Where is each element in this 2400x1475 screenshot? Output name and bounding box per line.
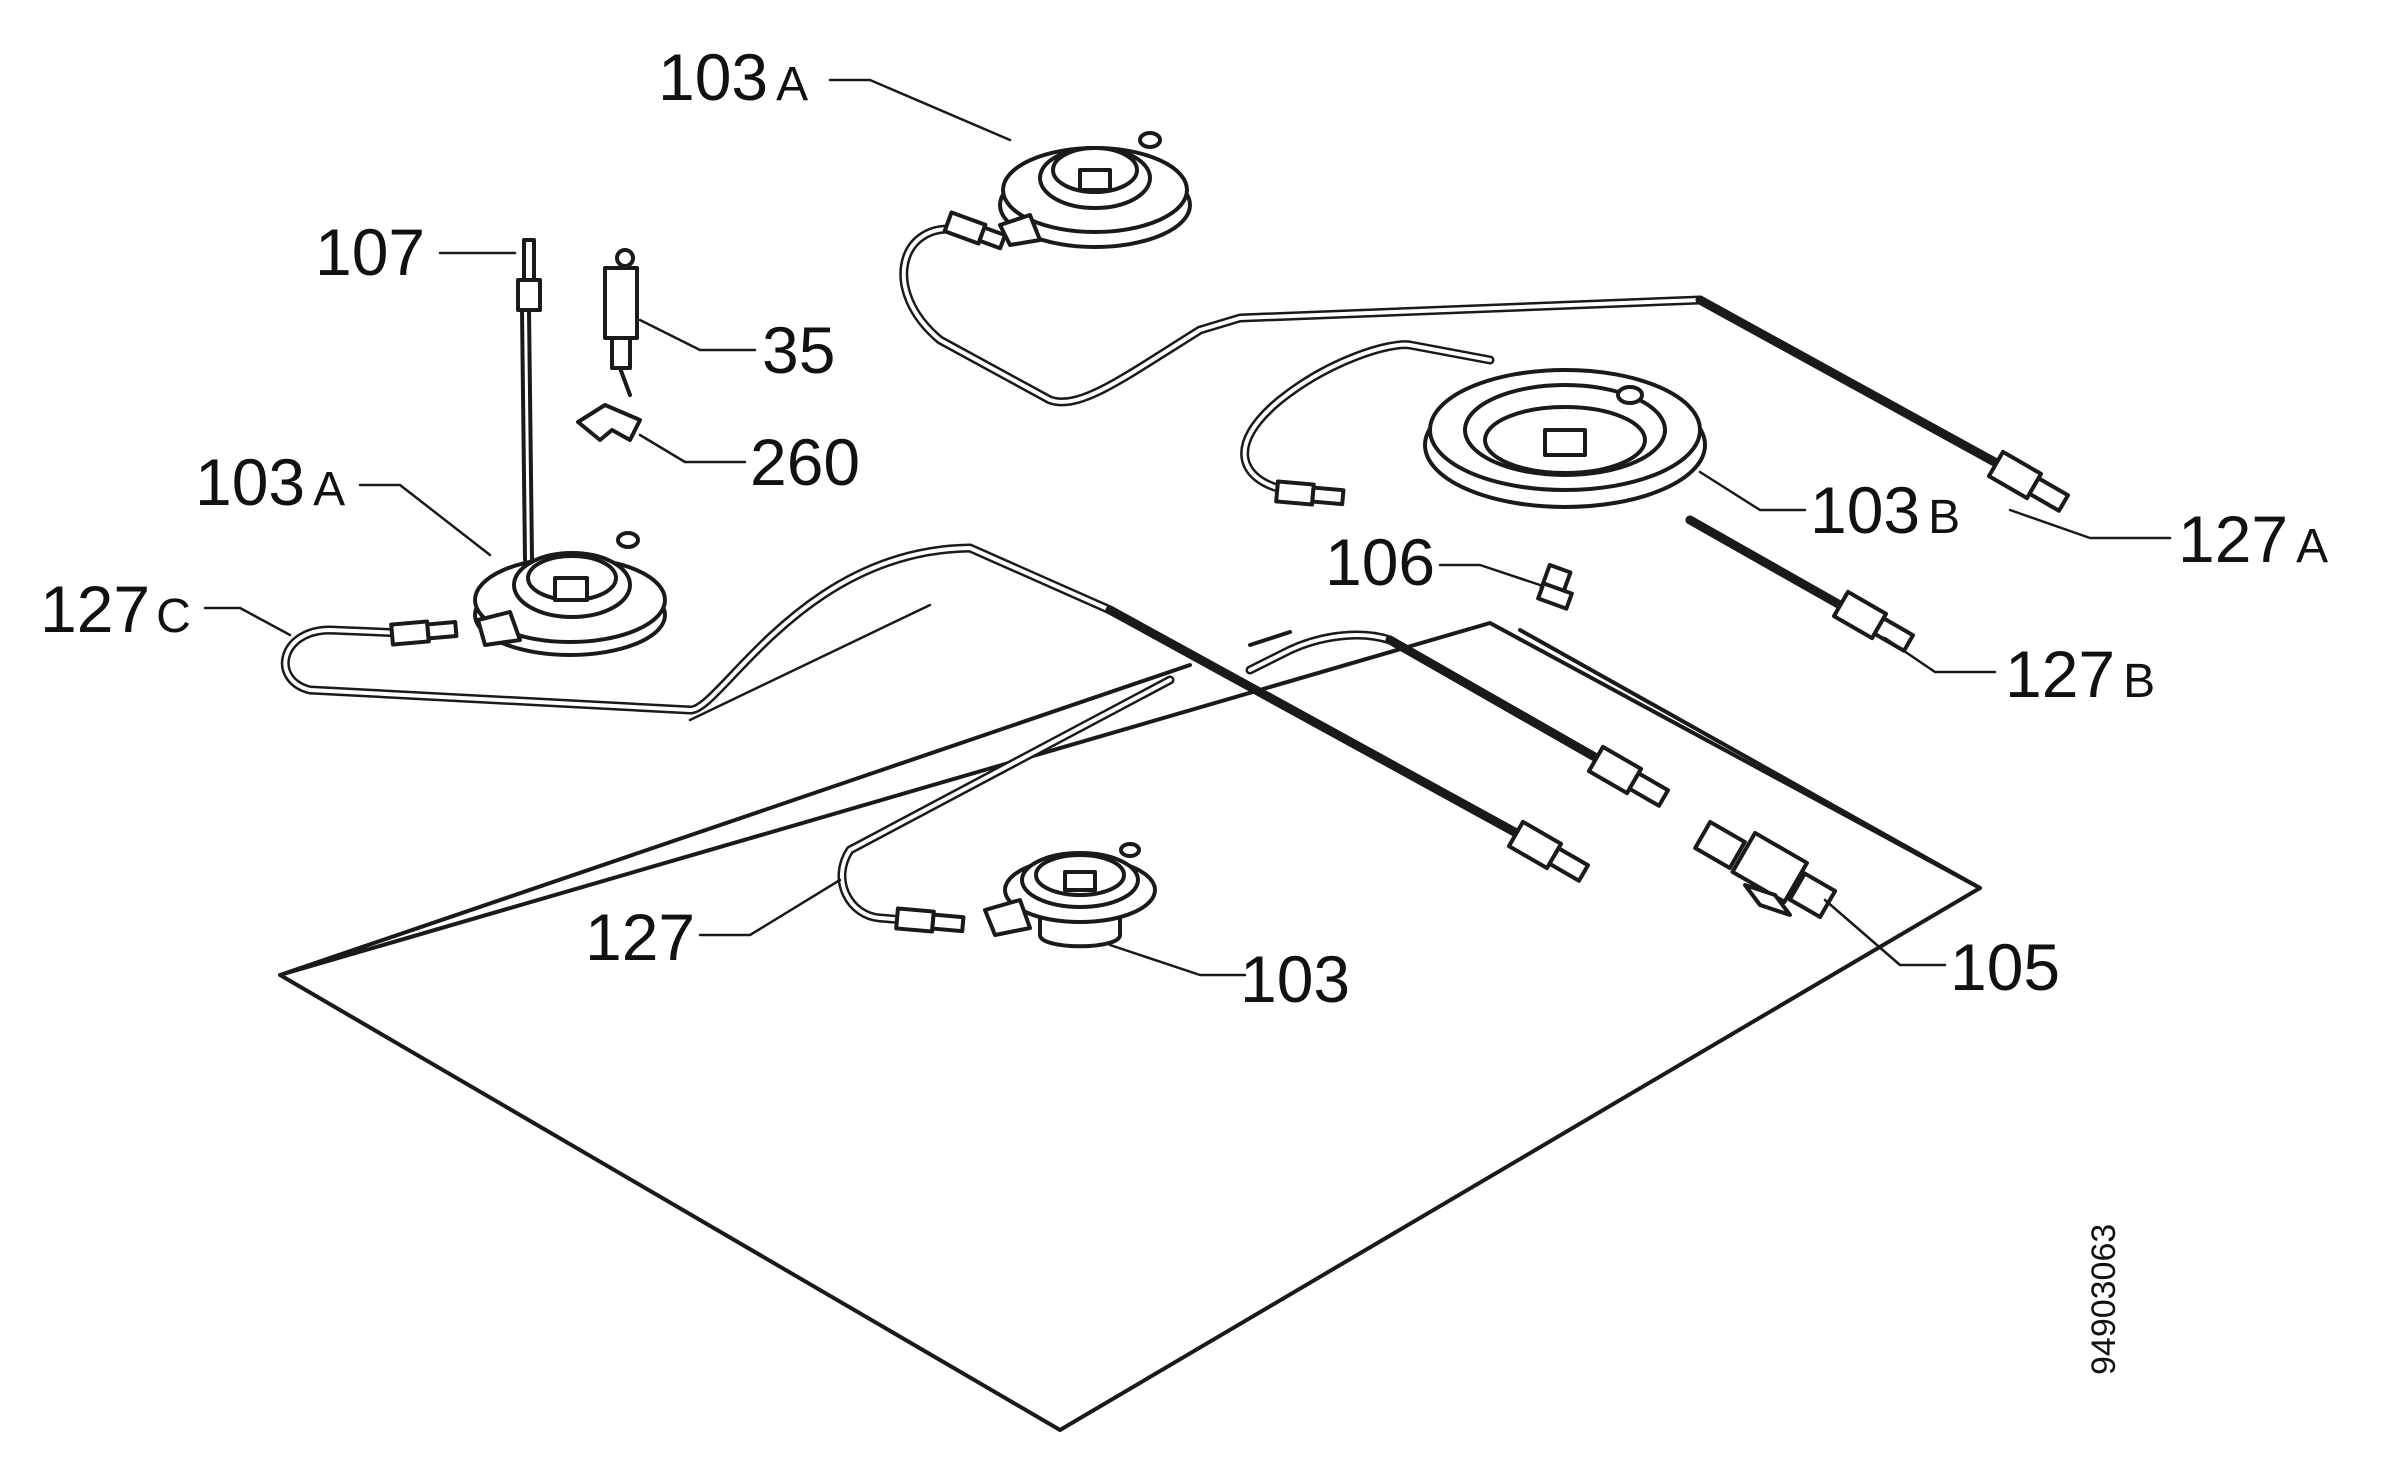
label-260: 260 <box>750 425 860 499</box>
drawing-code: 94903063 <box>2085 1224 2123 1375</box>
label-103: 103 <box>1240 942 1350 1016</box>
valve-105 <box>1693 820 1838 919</box>
burner-103a-left <box>473 531 667 657</box>
label-35: 35 <box>762 313 835 387</box>
hob-base-plate <box>278 621 1982 1432</box>
spark-electrode-35 <box>603 248 639 397</box>
gas-pipe-127c <box>280 543 1525 840</box>
label-105: 105 <box>1950 930 2060 1004</box>
injector-106 <box>1536 562 1574 611</box>
pipe-fittings <box>389 210 2070 934</box>
label-127: 127 <box>585 900 695 974</box>
burner-103b <box>1423 368 1707 509</box>
label-106: 106 <box>1325 525 1435 599</box>
leader-lines <box>203 78 2172 977</box>
gas-pipe-127 <box>837 630 1605 925</box>
gas-pipe-127a <box>899 224 2005 470</box>
clip-260 <box>576 403 642 442</box>
label-107: 107 <box>315 215 425 289</box>
burner-103a-top <box>998 131 1192 249</box>
gas-pipe-127b <box>1240 340 1845 610</box>
burner-103 <box>983 842 1157 949</box>
thermocouple-107 <box>516 238 542 562</box>
